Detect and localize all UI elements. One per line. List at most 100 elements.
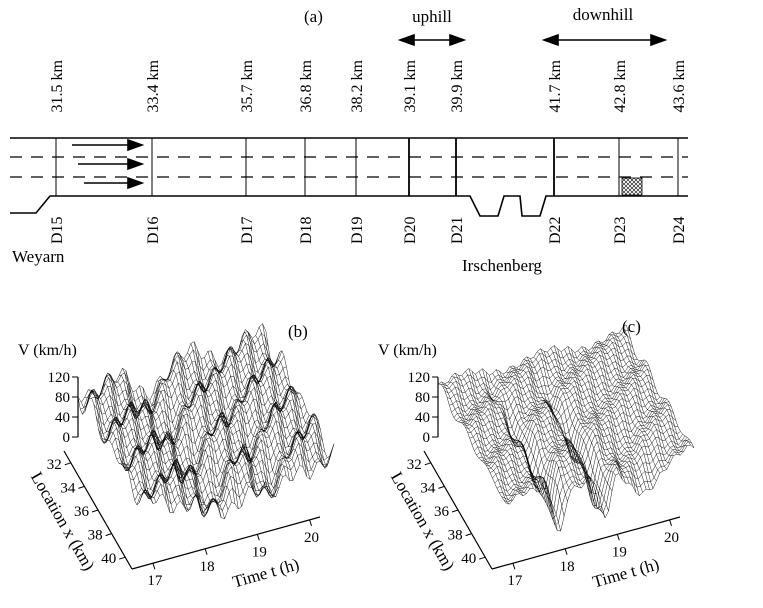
km-label-d22: 41.7 km xyxy=(547,59,564,112)
surface-line-time xyxy=(248,332,317,463)
surface-line-time xyxy=(622,327,691,446)
surface-line-time xyxy=(153,382,222,518)
location-tick xyxy=(78,485,85,489)
detector-id-d22: D22 xyxy=(547,216,564,244)
z-tick-label: 40 xyxy=(415,410,430,426)
surface-line-time xyxy=(156,378,225,519)
surface-line-time xyxy=(448,381,517,496)
km-label-d19: 38.2 km xyxy=(349,59,366,112)
surface-line-time xyxy=(588,350,657,481)
km-label-d21: 39.9 km xyxy=(449,59,466,112)
time-tick xyxy=(256,534,260,541)
surface-line-time xyxy=(615,333,684,452)
z-tick-label: 40 xyxy=(55,410,70,426)
surface-line-time xyxy=(598,340,667,470)
surface-line-time xyxy=(584,347,654,489)
surface-line-loc xyxy=(437,324,627,385)
z-axis-label: V (km/h) xyxy=(378,342,437,359)
surface-line-time xyxy=(245,329,314,472)
surface-line-loc xyxy=(467,381,656,447)
surface-line-loc xyxy=(100,366,289,447)
surface-line-time xyxy=(550,347,620,474)
place-weyarn: Weyarn xyxy=(12,247,65,266)
surface-line-loc xyxy=(132,415,321,504)
location-tick-label: 34 xyxy=(60,480,76,496)
surface-line-time xyxy=(115,381,184,506)
surface-line-time xyxy=(619,332,688,448)
surface-line-time xyxy=(625,324,695,448)
location-tick-label: 32 xyxy=(47,457,62,473)
surface-line-time xyxy=(135,390,205,506)
time-tick-label: 17 xyxy=(147,573,163,589)
surface-line-time xyxy=(533,357,602,509)
location-tick-label: 34 xyxy=(420,480,436,496)
surface-line-loc xyxy=(453,360,643,418)
surface-line-loc xyxy=(449,354,638,407)
surface-line-time xyxy=(241,331,311,480)
km-label-d16: 33.4 km xyxy=(145,59,162,112)
z-axis-label: V (km/h) xyxy=(18,342,77,359)
surface-line-time xyxy=(81,390,150,497)
km-label-d18: 36.8 km xyxy=(298,59,315,112)
km-label-d24: 43.6 km xyxy=(671,59,688,112)
surface-line-loc xyxy=(503,441,692,526)
z-tick-label: 120 xyxy=(408,370,431,386)
time-axis xyxy=(131,516,321,570)
km-label-d17: 35.7 km xyxy=(239,59,256,112)
surface-line-time xyxy=(560,351,630,484)
surface-line-time xyxy=(173,352,242,507)
z-tick-label: 0 xyxy=(63,430,71,446)
lane-arrows xyxy=(72,138,145,190)
surface-line-time xyxy=(84,388,154,504)
time-tick xyxy=(564,548,568,555)
surface-line-loc xyxy=(496,435,686,509)
surface-line-time xyxy=(146,396,215,517)
surface-line-time xyxy=(112,379,181,501)
surface-line-loc xyxy=(460,365,649,429)
z-tick-label: 80 xyxy=(415,390,430,406)
panel-b-surface xyxy=(77,323,335,519)
surface-line-time xyxy=(536,351,606,518)
time-tick-label: 17 xyxy=(507,573,523,589)
surface-line-time xyxy=(108,374,178,506)
surface-line-time xyxy=(526,356,596,485)
road xyxy=(10,137,688,217)
surface-line-time xyxy=(516,367,585,484)
location-tick-label: 38 xyxy=(448,528,463,544)
surface-line-time xyxy=(231,352,301,465)
z-tick-label: 0 xyxy=(423,430,431,446)
time-tick xyxy=(204,548,208,555)
z-tick-label: 120 xyxy=(48,370,71,386)
panel-label: (c) xyxy=(622,317,641,336)
surface-line-time xyxy=(142,387,212,518)
panel-label: (b) xyxy=(288,322,308,341)
surface-line-time xyxy=(159,375,229,510)
surface-line-time xyxy=(523,359,592,479)
surface-line-time xyxy=(458,375,527,494)
location-tick xyxy=(119,556,126,560)
place-irschenberg: Irschenberg xyxy=(462,256,542,275)
surface-line-time xyxy=(489,375,558,531)
surface-line-time xyxy=(88,389,157,503)
detector-id-d15: D15 xyxy=(49,216,66,244)
surface-line-time xyxy=(101,375,171,513)
surface-line-time xyxy=(454,372,524,497)
surface-line-loc xyxy=(447,347,636,401)
surface-line-time xyxy=(163,379,232,503)
time-tick-label: 19 xyxy=(612,544,627,560)
surface-line-time xyxy=(77,396,147,506)
surface-line-time xyxy=(502,374,572,491)
surface-line-time xyxy=(591,346,660,474)
surface-line-time xyxy=(207,351,276,499)
downhill-label: downhill xyxy=(573,5,634,24)
detector-id-d17: D17 xyxy=(239,216,256,244)
surface-line-loc xyxy=(86,348,276,419)
location-tick xyxy=(64,462,71,466)
surface-line-time xyxy=(105,372,174,513)
surface-line-time xyxy=(547,352,616,476)
location-tick xyxy=(451,509,459,513)
detector-lines xyxy=(55,138,679,196)
